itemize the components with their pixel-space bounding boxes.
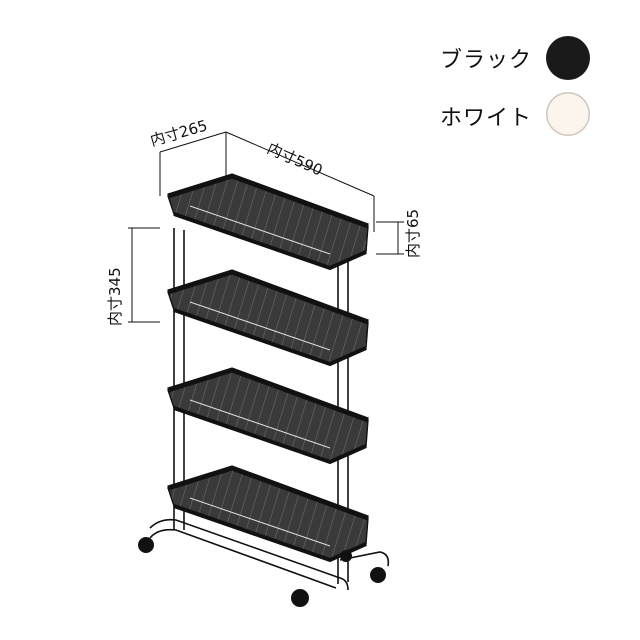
shelf-1 <box>167 173 369 271</box>
dim-spacing-label: 内寸345 <box>106 267 124 326</box>
legend-label-white: ホワイト <box>440 106 533 131</box>
legend-item-black: ブラック <box>440 42 532 74</box>
dim-shelf-height-label: 内寸65 <box>404 209 422 258</box>
legend-label-black: ブラック <box>440 48 533 73</box>
legend-item-white: ホワイト <box>440 100 532 132</box>
dim-depth-label: 内寸265 <box>148 116 209 149</box>
dim-width-label: 内寸590 <box>264 139 325 179</box>
casters <box>138 537 386 607</box>
dimension-lines <box>128 131 404 323</box>
white-swatch-icon <box>546 92 590 136</box>
shelf-2 <box>167 269 369 367</box>
shelf-3 <box>167 367 369 465</box>
shelf-4 <box>167 465 369 563</box>
black-swatch-icon <box>546 36 590 80</box>
